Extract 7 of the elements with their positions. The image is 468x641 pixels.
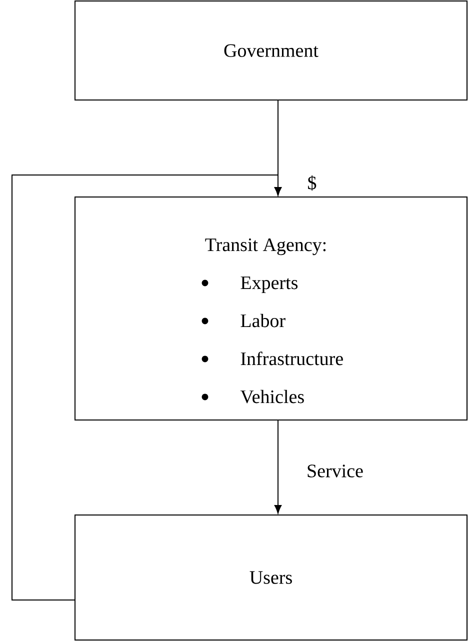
edge-label: Service — [306, 464, 364, 478]
process-box: Users — [74, 514, 468, 640]
edge-label: $ — [306, 174, 318, 192]
process-box: Government — [74, 0, 468, 100]
arrow — [12, 174, 282, 600]
process-box: Transit Agency: Experts Labor Infrastructure Vehicles — [74, 196, 468, 420]
arrow — [274, 420, 282, 514]
